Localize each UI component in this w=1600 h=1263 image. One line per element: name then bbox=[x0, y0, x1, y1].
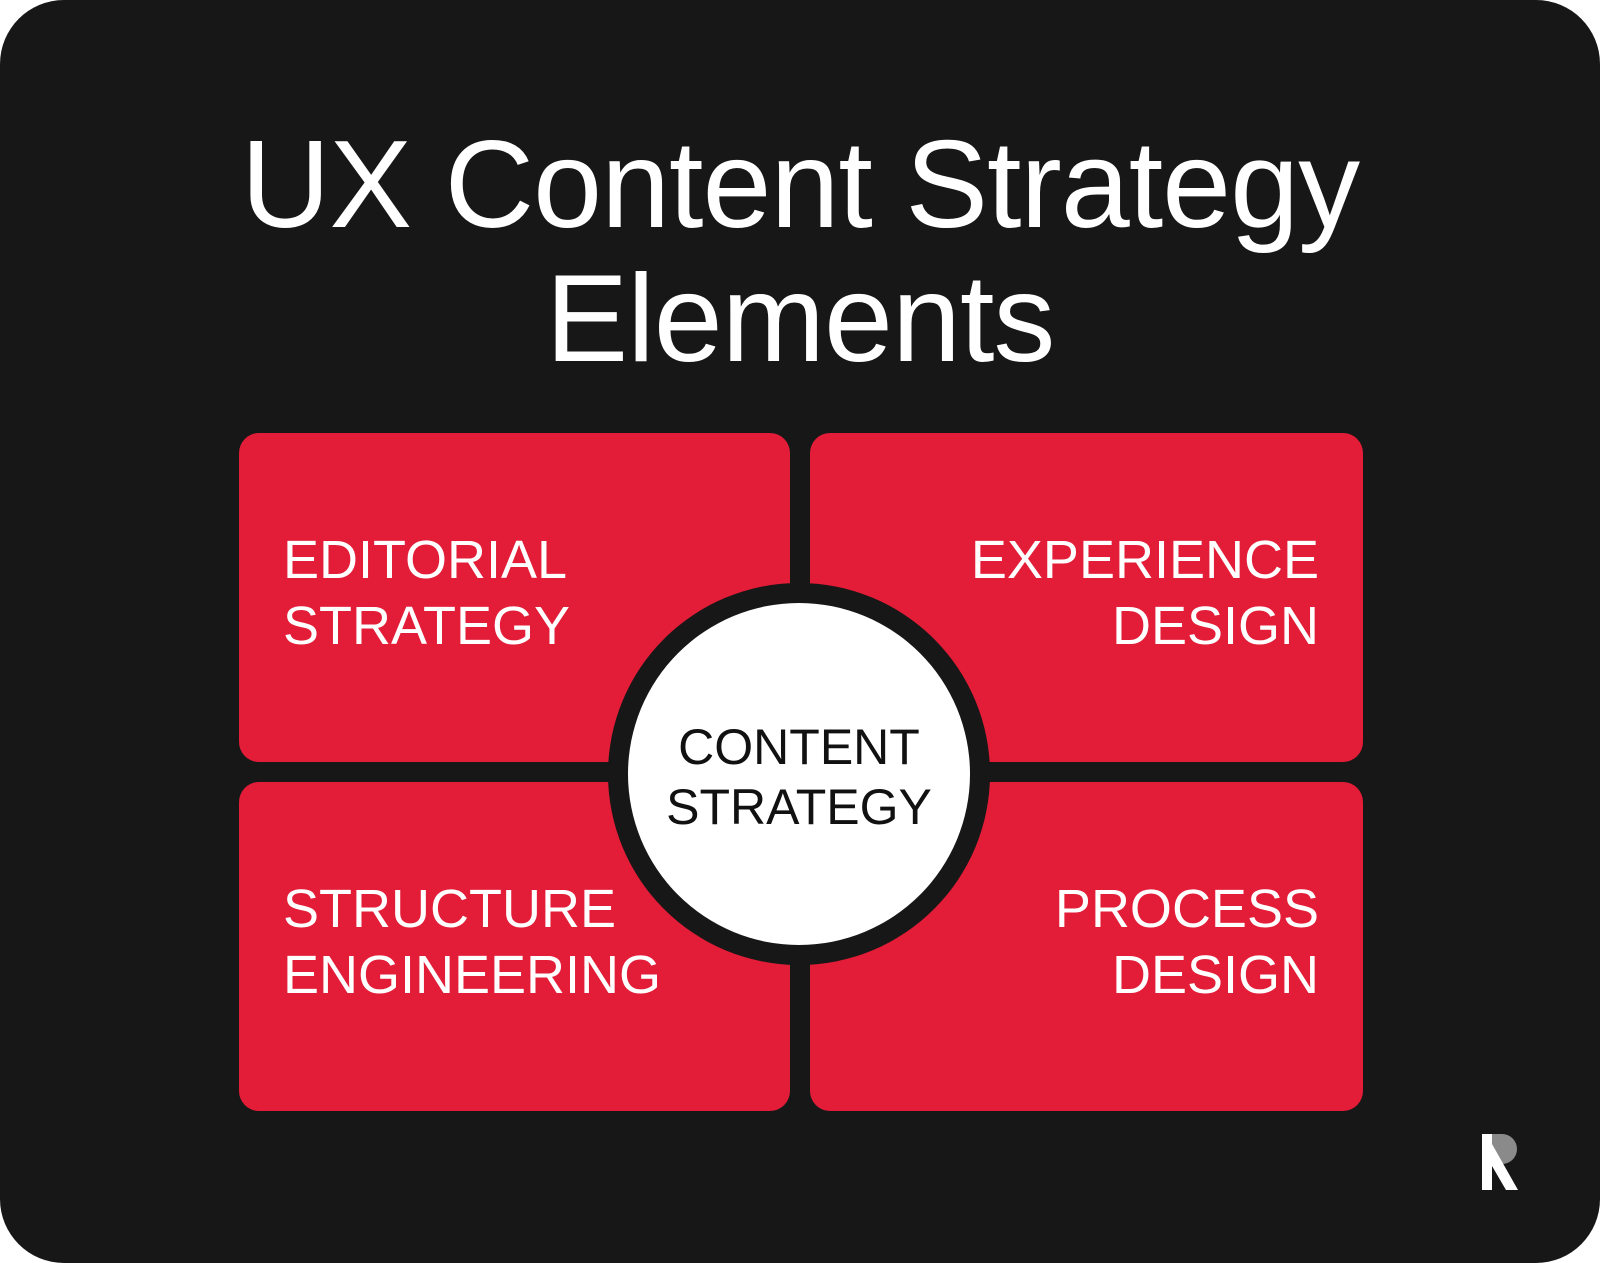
quadrant-label-line-2: ENGINEERING bbox=[283, 945, 662, 1005]
quadrant-label-line-2: STRATEGY bbox=[283, 596, 571, 656]
center-label-line-2: STRATEGY bbox=[666, 779, 932, 835]
quadrant-label-line-2: DESIGN bbox=[1111, 945, 1319, 1005]
center-label: CONTENT STRATEGY bbox=[628, 717, 970, 837]
quadrant-label-line-1: EXPERIENCE bbox=[970, 530, 1319, 590]
quadrant-label-line-1: PROCESS bbox=[1054, 879, 1319, 939]
center-circle-content-strategy: CONTENT STRATEGY bbox=[628, 603, 970, 945]
title-line-2: Elements bbox=[545, 250, 1056, 388]
title-line-1: UX Content Strategy bbox=[240, 116, 1360, 254]
quadrant-label: PROCESS DESIGN bbox=[1055, 876, 1319, 1008]
center-label-line-1: CONTENT bbox=[678, 719, 920, 775]
quadrant-label: EDITORIAL STRATEGY bbox=[283, 527, 570, 659]
quadrant-label: EXPERIENCE DESIGN bbox=[971, 527, 1319, 659]
diagram-title: UX Content Strategy Elements bbox=[0, 118, 1600, 386]
quadrant-label-line-1: EDITORIAL bbox=[283, 530, 568, 590]
quadrant-editorial-strategy: EDITORIAL STRATEGY bbox=[239, 433, 790, 762]
quadrant-label-line-2: DESIGN bbox=[1111, 596, 1319, 656]
quadrant-label-line-1: STRUCTURE bbox=[283, 879, 616, 939]
brand-r-logo-icon bbox=[1482, 1134, 1518, 1190]
quadrant-label: STRUCTURE ENGINEERING bbox=[283, 876, 661, 1008]
